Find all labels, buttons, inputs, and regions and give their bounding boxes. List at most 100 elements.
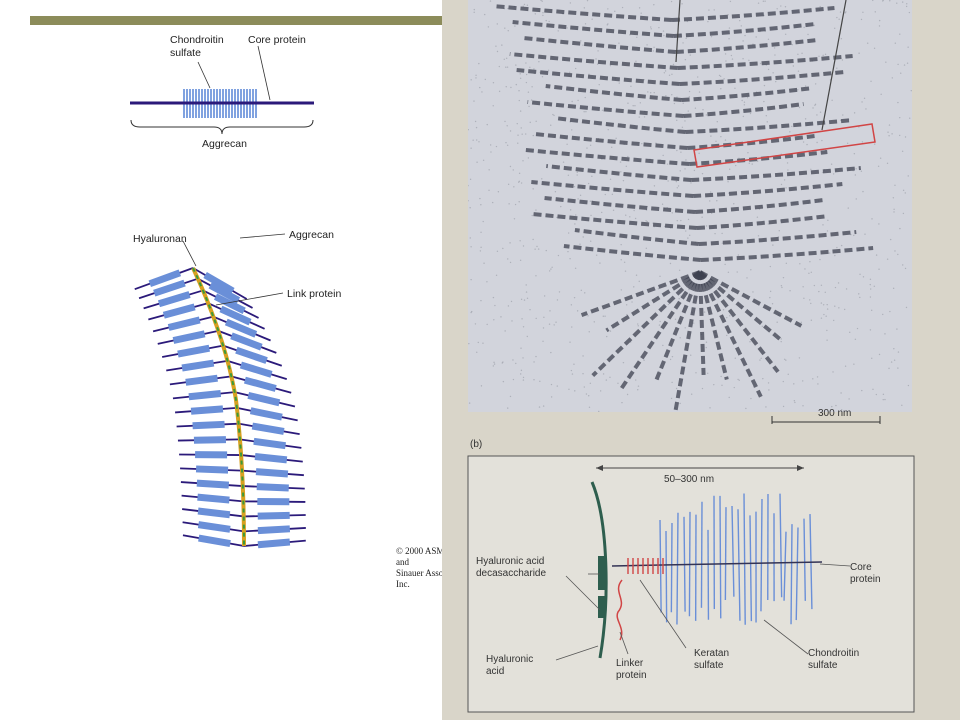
grain <box>873 143 876 145</box>
grain <box>676 187 678 189</box>
grain <box>721 384 723 386</box>
grain <box>703 311 706 313</box>
grain <box>519 73 521 75</box>
grain <box>886 258 889 260</box>
grain <box>662 344 664 347</box>
grain <box>533 68 535 70</box>
grain <box>525 284 527 286</box>
grain <box>522 160 524 162</box>
grain <box>483 262 485 264</box>
grain <box>888 135 890 137</box>
grain <box>775 80 777 83</box>
grain <box>685 159 687 161</box>
grain <box>570 304 573 306</box>
grain <box>798 106 801 109</box>
grain <box>889 310 891 313</box>
grain <box>869 329 872 331</box>
grain <box>535 317 537 320</box>
grain <box>649 92 652 94</box>
grain <box>653 91 655 94</box>
grain <box>545 19 547 22</box>
grain <box>733 386 735 389</box>
grain <box>849 331 851 334</box>
grain <box>470 147 472 149</box>
grain <box>716 121 718 123</box>
grain <box>898 134 901 137</box>
grain <box>738 379 740 381</box>
grain <box>853 153 856 155</box>
grain <box>470 79 472 81</box>
grain <box>507 407 509 409</box>
grain <box>832 173 835 175</box>
grain <box>580 40 582 42</box>
grain <box>713 383 715 386</box>
grain <box>587 182 590 185</box>
grain <box>475 74 477 76</box>
grain <box>573 185 576 188</box>
grain <box>680 151 682 153</box>
grain <box>505 57 508 60</box>
grain <box>649 26 652 28</box>
grain <box>518 172 521 175</box>
grain <box>475 139 478 141</box>
grain <box>490 151 492 153</box>
grain <box>697 76 699 78</box>
grain <box>708 9 710 11</box>
spike-right <box>681 86 814 102</box>
grain <box>747 151 749 154</box>
grain <box>684 327 686 329</box>
grain <box>707 20 709 23</box>
grain <box>688 288 690 291</box>
grain <box>547 69 550 71</box>
grain <box>760 357 762 359</box>
grain <box>875 254 878 256</box>
grain <box>504 27 506 29</box>
aggrecan-chains <box>257 538 291 549</box>
grain <box>475 77 477 79</box>
aggrecan-label: Aggrecan <box>202 138 247 150</box>
grain <box>802 380 804 382</box>
grain <box>694 107 697 109</box>
aggrecan-chains <box>172 330 206 344</box>
grain <box>910 89 912 92</box>
grain <box>618 42 620 44</box>
highlight-box <box>693 123 876 168</box>
grain <box>673 102 676 105</box>
grain <box>597 50 599 52</box>
aggrecan-chains <box>197 493 230 504</box>
grain <box>826 230 829 232</box>
proteoglycan-aggregate-diagram: Hyaluronan Aggrecan Link protein <box>133 229 341 549</box>
grain <box>650 28 652 30</box>
grain <box>774 54 776 56</box>
grain <box>740 25 742 27</box>
micrograph-grain <box>468 0 912 412</box>
spike-right <box>675 38 818 54</box>
grain <box>719 75 722 78</box>
grain <box>478 141 480 143</box>
grain <box>626 393 629 396</box>
grain <box>894 42 897 44</box>
grain <box>482 159 485 161</box>
aggrecan-pointer <box>239 233 286 239</box>
grain <box>542 340 544 342</box>
grain <box>902 189 905 192</box>
grain <box>780 284 783 287</box>
grain <box>853 363 855 365</box>
grain <box>715 140 717 142</box>
grain <box>767 38 770 40</box>
grain <box>520 182 523 184</box>
grain <box>530 99 533 101</box>
grain <box>522 5 524 7</box>
grain <box>816 141 818 144</box>
aggrecan-chains <box>257 525 291 535</box>
grain <box>506 144 509 146</box>
spike-left <box>531 212 698 230</box>
grain <box>575 214 577 216</box>
grain <box>776 321 778 323</box>
grain <box>567 174 570 177</box>
grain <box>701 172 704 175</box>
grain <box>493 319 495 321</box>
panel-b-diagram: (b) 50–300 nm Hyaluronic acid decasaccha… <box>467 439 915 713</box>
grain <box>828 252 831 254</box>
micrograph-pointer-right <box>821 0 847 131</box>
